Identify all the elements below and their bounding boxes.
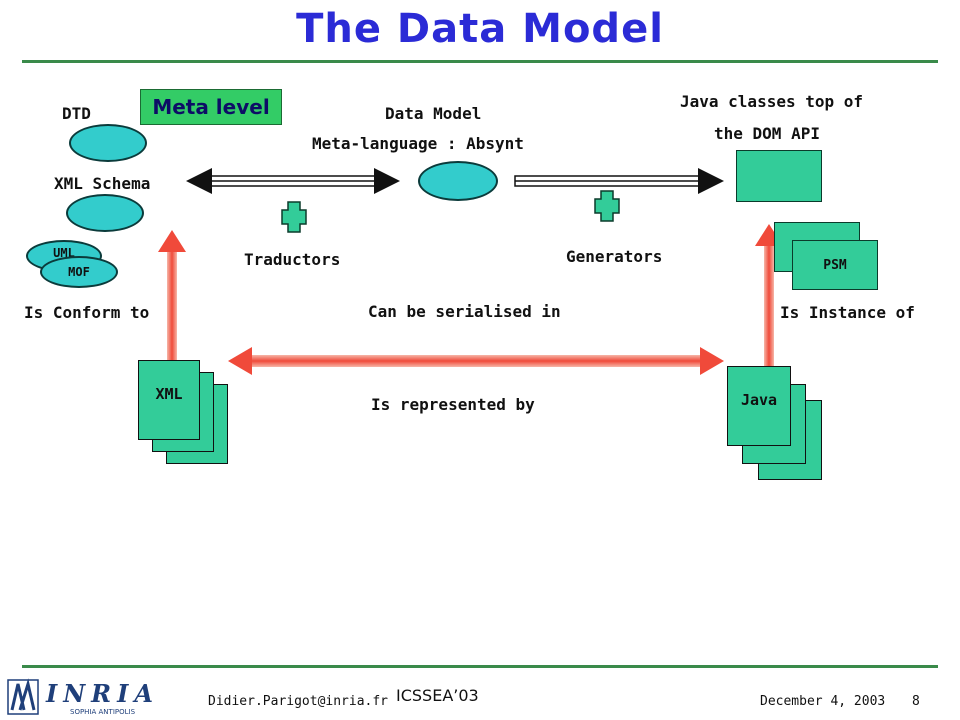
is-instance-of-label: Is Instance of [780,303,915,322]
footer-email: Didier.Parigot@inria.fr [208,694,389,709]
traductors-icon [281,201,307,233]
meta-language-label: Meta-language : Absynt [312,134,524,153]
xml-document: XML [138,360,200,440]
java-classes-box [736,150,822,202]
is-conform-to-label: Is Conform to [24,303,150,322]
logo-subtext: SOPHIA ANTIPOLIS [70,708,136,716]
java-classes-label-line1: Java classes top of [680,92,864,111]
psm-box: PSM [792,240,878,290]
meta-level-badge: Meta level [140,89,282,125]
data-model-label: Data Model [385,104,482,123]
footer-page-number: 8 [912,694,920,709]
logo-text: INRIA [45,679,159,708]
xml-schema-ellipse [66,194,144,232]
footer-conference: ICSSEA’03 [396,686,479,705]
generators-label: Generators [566,247,663,266]
is-represented-by-label: Is represented by [371,395,535,414]
footer-divider [22,665,938,668]
java-document: Java [727,366,791,446]
mof-ellipse: MOF [40,256,118,288]
java-classes-label-line2: the DOM API [714,124,820,143]
top-divider [22,60,938,63]
representation-arrow [228,347,724,375]
can-be-serialised-label: Can be serialised in [368,302,561,321]
page-title: The Data Model [296,6,664,52]
inria-logo: INRIA SOPHIA ANTIPOLIS [6,676,186,718]
meta-translation-arrow [186,168,400,194]
traductors-label: Traductors [244,250,341,269]
generation-arrow [514,168,724,194]
dtd-ellipse [69,124,147,162]
xml-schema-label: XML Schema [54,174,151,193]
conform-arrow [158,230,186,362]
generators-icon [594,190,620,222]
dtd-label: DTD [62,104,91,123]
data-model-ellipse [418,161,498,201]
footer-date: December 4, 2003 [760,694,886,709]
